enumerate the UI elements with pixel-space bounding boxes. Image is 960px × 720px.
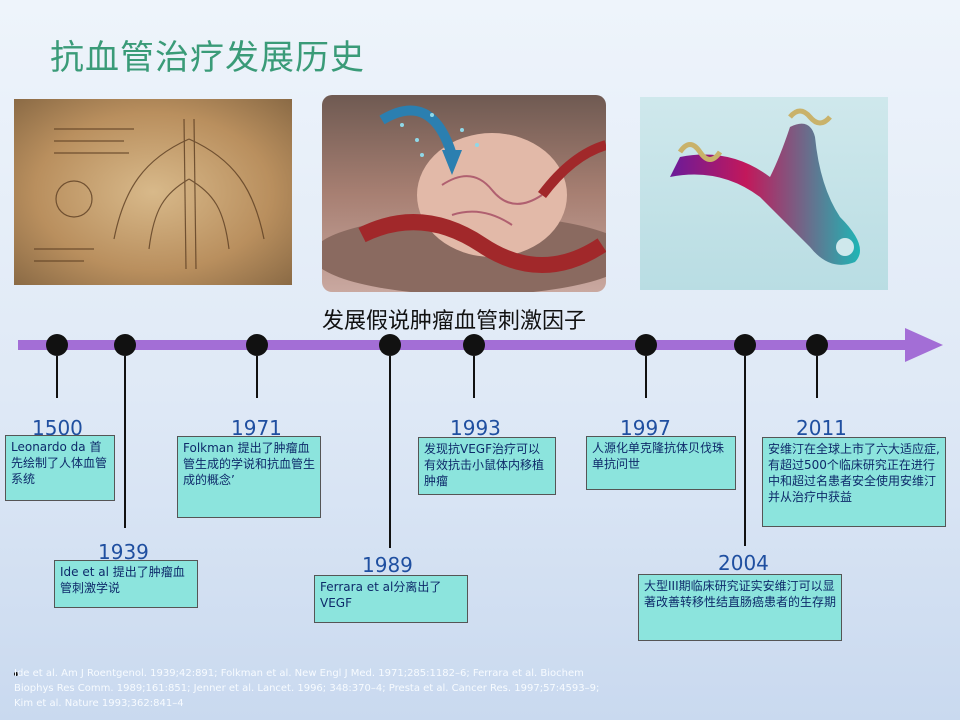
timeline-stem bbox=[56, 356, 58, 398]
timeline-dot bbox=[734, 334, 756, 356]
event-box-1500: Leonardo da 首先绘制了人体血管系统 bbox=[5, 435, 115, 501]
event-box-1971: Folkman 提出了肿瘤血管生成的学说和抗血管生成的概念’ bbox=[177, 436, 321, 518]
antibody-3d-structure bbox=[640, 97, 888, 290]
year-label: 1989 bbox=[362, 553, 413, 577]
timeline-arrowhead bbox=[905, 328, 943, 362]
timeline-dot bbox=[246, 334, 268, 356]
timeline-stem bbox=[816, 356, 818, 398]
timeline-subtitle: 发展假说肿瘤血管刺激因子 bbox=[322, 309, 587, 334]
timeline-dot bbox=[114, 334, 136, 356]
event-box-1939: Ide et al 提出了肿瘤血管刺激学说 bbox=[54, 560, 198, 608]
timeline-stem bbox=[389, 356, 391, 548]
timeline-stem bbox=[124, 356, 126, 528]
timeline-dot bbox=[379, 334, 401, 356]
timeline-stem bbox=[744, 356, 746, 546]
timeline-dot bbox=[463, 334, 485, 356]
reference-bullet bbox=[14, 672, 18, 676]
timeline-stem bbox=[473, 356, 475, 398]
timeline-stem bbox=[256, 356, 258, 398]
year-label: 2011 bbox=[796, 416, 847, 440]
event-box-2004: 大型III期临床研究证实安维汀可以显著改善转移性结直肠癌患者的生存期 bbox=[638, 574, 842, 641]
year-label: 1993 bbox=[450, 416, 501, 440]
timeline-dot bbox=[806, 334, 828, 356]
timeline-stem bbox=[645, 356, 647, 398]
timeline-dot bbox=[635, 334, 657, 356]
timeline-dot bbox=[46, 334, 68, 356]
references-text: Ide et al. Am J Roentgenol. 1939;42:891;… bbox=[14, 668, 600, 709]
event-box-2011: 安维汀在全球上市了六大适应症, 有超过500个临床研究正在进行中和超过名患者安全… bbox=[762, 437, 946, 527]
leonardo-anatomy-sketch bbox=[14, 99, 292, 285]
tumor-angiogenesis-illustration bbox=[322, 95, 606, 292]
page-title: 抗血管治疗发展历史 bbox=[50, 38, 365, 78]
year-label: 2004 bbox=[718, 551, 769, 575]
event-box-1989: Ferrara et al分离出了VEGF bbox=[314, 575, 468, 623]
event-box-1993: 发现抗VEGF治疗可以有效抗击小鼠体内移植肿瘤 bbox=[418, 437, 556, 495]
event-box-1997: 人源化单克隆抗体贝伐珠单抗问世 bbox=[586, 436, 736, 490]
